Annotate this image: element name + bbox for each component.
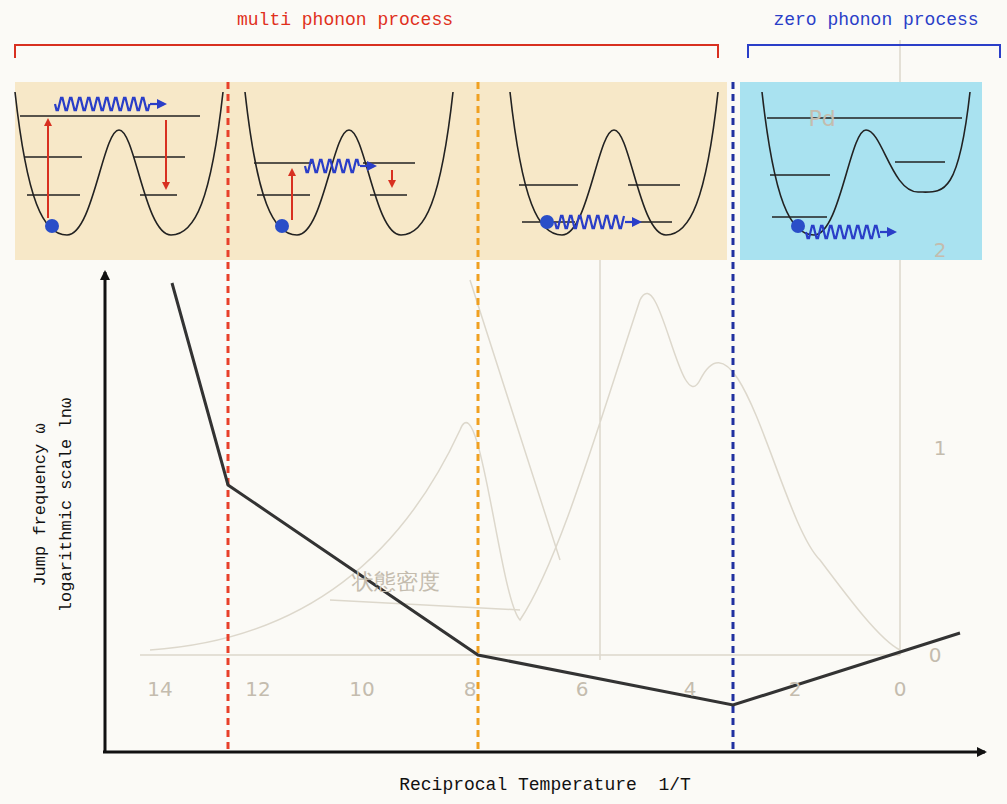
y-axis: [104, 272, 107, 752]
ghost-text: 6: [576, 677, 589, 701]
transition-arrow: [165, 120, 167, 188]
ghost-text: 14: [147, 677, 172, 701]
energy-level: [519, 184, 578, 185]
potential-well: [245, 92, 453, 235]
ghost-text: 8: [464, 677, 477, 701]
divider: [227, 82, 230, 752]
energy-level: [628, 184, 680, 185]
potential-well: [762, 92, 970, 235]
transition-arrow: [47, 120, 49, 218]
phonon-arrow: [360, 165, 374, 167]
particle: [791, 219, 805, 233]
energy-level: [770, 174, 830, 175]
bracket-title: zero phonon process: [769, 10, 982, 30]
ghost-text: 2: [789, 677, 802, 701]
ghost-text: 0: [929, 643, 942, 667]
double-wells: [15, 92, 970, 238]
ghost-text: 状態密度: [352, 567, 440, 597]
energy-level: [254, 162, 312, 163]
axis-label: logarithmic scale lnω: [57, 398, 76, 612]
bracket: [15, 45, 718, 58]
transition-arrow: [291, 170, 293, 220]
panel: [740, 82, 982, 260]
energy-level: [767, 117, 962, 118]
phonon-wave: [806, 226, 880, 238]
energy-level: [772, 216, 827, 217]
x-axis: [103, 751, 985, 754]
axis-label: Jump frequency ω: [31, 423, 50, 586]
ghost-text: 12: [245, 677, 270, 701]
particle: [540, 215, 554, 229]
energy-level: [140, 194, 177, 195]
phonon-wave: [555, 216, 624, 228]
phonon-wave: [305, 160, 359, 172]
phonon-arrow: [880, 231, 894, 233]
energy-level: [363, 162, 415, 163]
particle: [275, 219, 289, 233]
ghost-text: 4: [684, 677, 697, 701]
particle: [45, 219, 59, 233]
potential-well: [15, 92, 223, 235]
phonon-arrow: [625, 221, 639, 223]
ghost-text: 0: [894, 677, 907, 701]
energy-level: [895, 161, 945, 162]
energy-level: [133, 156, 185, 157]
ghost-text: 10: [349, 677, 374, 701]
energy-level: [635, 221, 672, 222]
bracket: [748, 45, 1000, 58]
phonon-wave: [55, 98, 150, 110]
energy-level: [257, 194, 310, 195]
ghost-text: 1: [934, 436, 947, 460]
divider: [732, 82, 735, 752]
energy-level: [24, 156, 82, 157]
axis-label: Reciprocal Temperature 1/T: [399, 775, 691, 795]
bracket-title: multi phonon process: [233, 10, 457, 30]
potential-well: [510, 92, 718, 235]
phonon-arrow: [150, 103, 164, 105]
divider: [477, 82, 480, 752]
panel: [15, 82, 727, 260]
ghost-text: 2: [934, 238, 947, 262]
energy-level: [370, 194, 407, 195]
curve: [172, 283, 960, 705]
transition-arrow: [391, 170, 393, 186]
energy-level: [20, 115, 200, 116]
ghost-text: Pd: [808, 106, 835, 131]
energy-level: [27, 194, 80, 195]
